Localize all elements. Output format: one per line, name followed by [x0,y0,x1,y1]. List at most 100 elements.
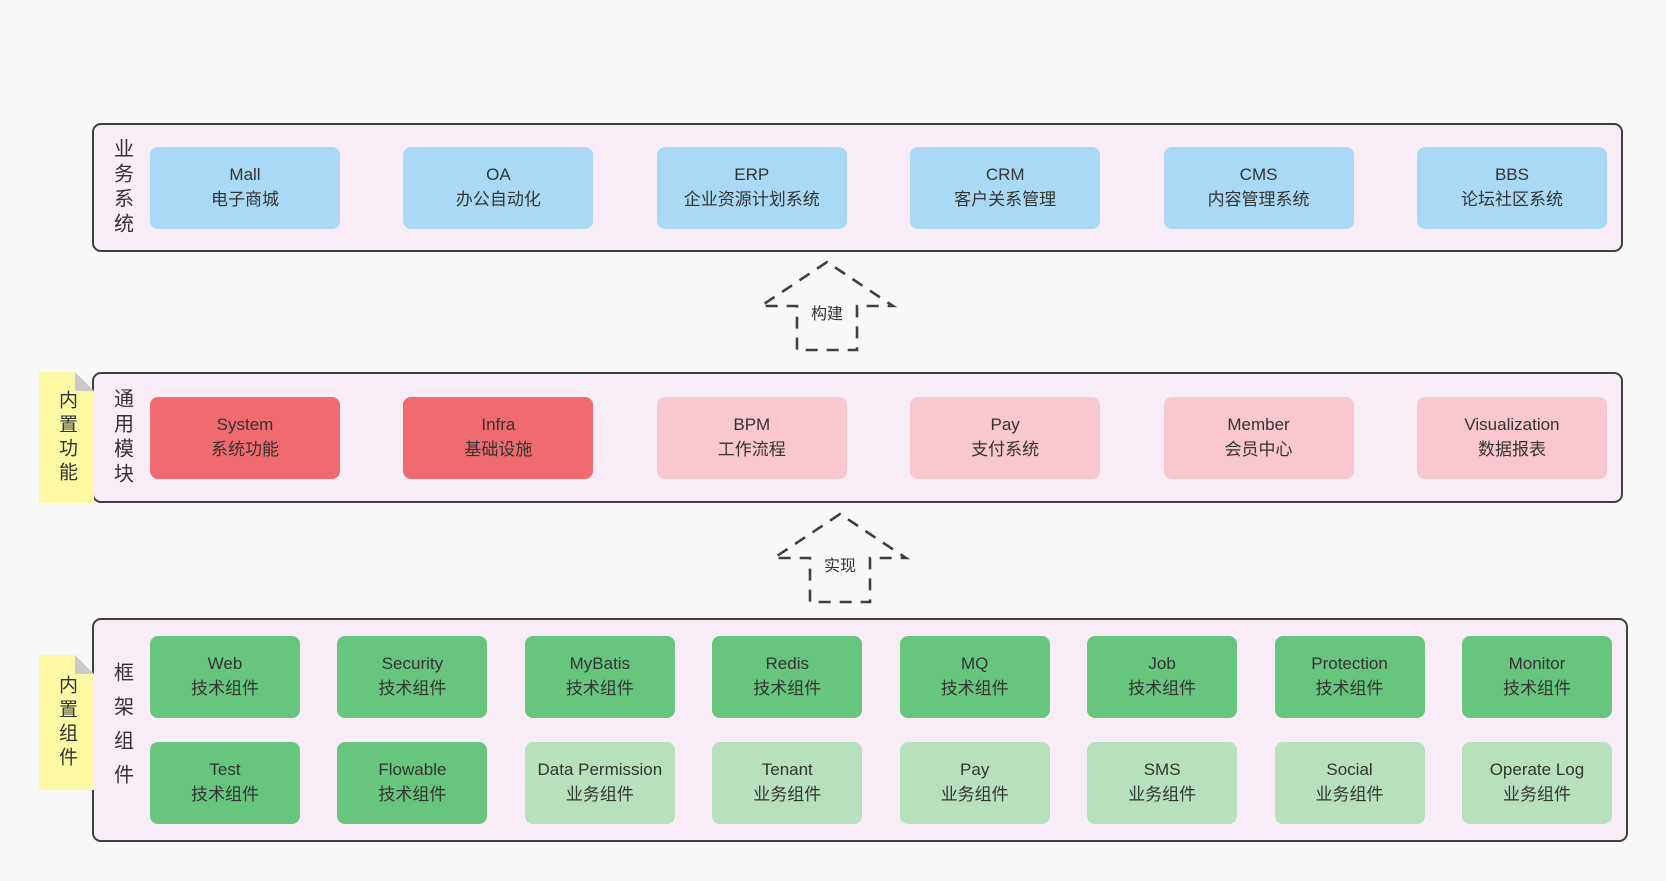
box-visualization: Visualization 数据报表 [1416,396,1607,479]
box-title: BBS [1494,164,1529,184]
box-title: System [216,414,274,434]
layer-modules-label: 通用模块 [94,374,150,501]
box-title: Flowable [378,760,447,780]
layer-modules-content: System 系统功能 Infra 基础设施 BPM 工作流程 Pay 支付系统… [150,374,1621,501]
box-flowable: Flowable 技术组件 [337,742,488,824]
box-subtitle: 电子商城 [211,189,279,209]
box-mybatis: MyBatis 技术组件 [524,636,675,718]
box-subtitle: 业务组件 [565,785,634,804]
box-data-permission: Data Permission 业务组件 [524,742,675,824]
box-subtitle: 内容管理系统 [1207,189,1310,209]
box-subtitle: 系统功能 [211,439,279,459]
box-title: Monitor [1508,654,1566,674]
box-monitor: Monitor 技术组件 [1461,636,1612,718]
box-title: Job [1148,654,1176,674]
box-subtitle: 技术组件 [378,785,447,804]
box-redis: Redis 技术组件 [712,636,863,718]
box-subtitle: 工作流程 [717,439,786,459]
box-subtitle: 业务组件 [1128,785,1197,804]
box-infra: Infra 基础设施 [403,396,594,479]
box-title: Tenant [761,760,813,780]
layer-business-systems: 业务系统 Mall 电子商城 OA 办公自动化 ERP 企业资源计划系统 CRM… [92,123,1623,252]
box-web: Web 技术组件 [150,636,300,718]
box-title: CRM [985,164,1025,184]
box-subtitle: 基础设施 [464,439,533,459]
box-title: Social [1326,760,1373,780]
box-mall: Mall 电子商城 [150,146,340,229]
box-cms: CMS 内容管理系统 [1163,146,1354,229]
box-title: OA [486,164,511,184]
box-title: Security [381,654,444,674]
box-subtitle: 技术组件 [753,679,822,698]
box-subtitle: 客户关系管理 [954,189,1057,209]
box-title: MQ [960,654,989,674]
sticky-note-builtin-features: 内置功能 [39,372,94,503]
box-subtitle: 技术组件 [378,679,447,698]
layer-business-content: Mall 电子商城 OA 办公自动化 ERP 企业资源计划系统 CRM 客户关系… [150,125,1621,250]
box-title: CMS [1239,164,1278,184]
box-title: ERP [734,164,770,184]
box-sms: SMS 业务组件 [1087,742,1238,824]
box-pay-business: Pay 业务组件 [899,742,1050,824]
box-title: Protection [1311,654,1388,674]
layer-common-modules: 通用模块 System 系统功能 Infra 基础设施 BPM 工作流程 Pay… [92,372,1623,503]
up-arrow-icon [756,260,898,352]
box-subtitle: 技术组件 [1502,679,1571,698]
build-arrow-label: 构建 [807,297,847,327]
box-title: Data Permission [537,760,663,780]
box-subtitle: 技术组件 [1315,679,1384,698]
box-pay: Pay 支付系统 [910,396,1101,479]
layer-label-text: 业务系统 [110,137,133,238]
box-title: Operate Log [1489,760,1585,780]
box-subtitle: 支付系统 [971,439,1040,459]
box-subtitle: 办公自动化 [455,189,541,209]
box-protection: Protection 技术组件 [1274,636,1425,718]
box-title: Redis [765,654,809,674]
box-title: Mall [229,164,261,184]
box-title: Pay [990,414,1020,434]
box-test: Test 技术组件 [150,742,300,824]
box-title: Infra [481,414,516,434]
box-title: Web [207,654,243,674]
box-subtitle: 业务组件 [1502,785,1571,804]
sticky-note-text: 内置组件 [56,674,77,771]
box-oa: OA 办公自动化 [403,146,594,229]
box-subtitle: 数据报表 [1477,439,1546,459]
box-subtitle: 技术组件 [191,785,259,804]
sticky-note-text: 内置功能 [56,389,77,486]
implement-arrow-label: 实现 [820,549,860,579]
box-subtitle: 技术组件 [565,679,634,698]
sticky-note-builtin-components: 内置组件 [39,655,94,790]
box-subtitle: 论坛社区系统 [1460,189,1563,209]
box-tenant: Tenant 业务组件 [712,742,863,824]
box-bpm: BPM 工作流程 [656,396,847,479]
box-mq: MQ 技术组件 [899,636,1050,718]
box-subtitle: 业务组件 [940,785,1009,804]
up-arrow-icon [769,512,911,604]
box-subtitle: 企业资源计划系统 [683,189,820,209]
box-operate-log: Operate Log 业务组件 [1461,742,1612,824]
layer-components-label: 框架组件 [94,620,150,840]
implement-arrow: 实现 [768,511,912,605]
box-subtitle: 业务组件 [753,785,822,804]
layer-business-label: 业务系统 [94,125,150,250]
box-subtitle: 技术组件 [1128,679,1197,698]
box-title: Pay [960,760,990,780]
box-title: BPM [733,414,771,434]
box-system: System 系统功能 [150,396,340,479]
box-bbs: BBS 论坛社区系统 [1416,146,1607,229]
box-member: Member 会员中心 [1163,396,1354,479]
box-title: MyBatis [569,654,631,674]
box-title: Visualization [1464,414,1560,434]
box-security: Security 技术组件 [337,636,488,718]
layer-label-text: 通用模块 [110,387,133,488]
box-title: Test [209,760,241,780]
box-crm: CRM 客户关系管理 [910,146,1101,229]
box-social: Social 业务组件 [1274,742,1425,824]
box-subtitle: 技术组件 [940,679,1009,698]
layer-components-content: Web 技术组件 Security 技术组件 MyBatis 技术组件 Redi… [150,620,1626,840]
box-subtitle: 会员中心 [1224,439,1293,459]
box-subtitle: 业务组件 [1315,785,1384,804]
build-arrow: 构建 [755,259,899,353]
